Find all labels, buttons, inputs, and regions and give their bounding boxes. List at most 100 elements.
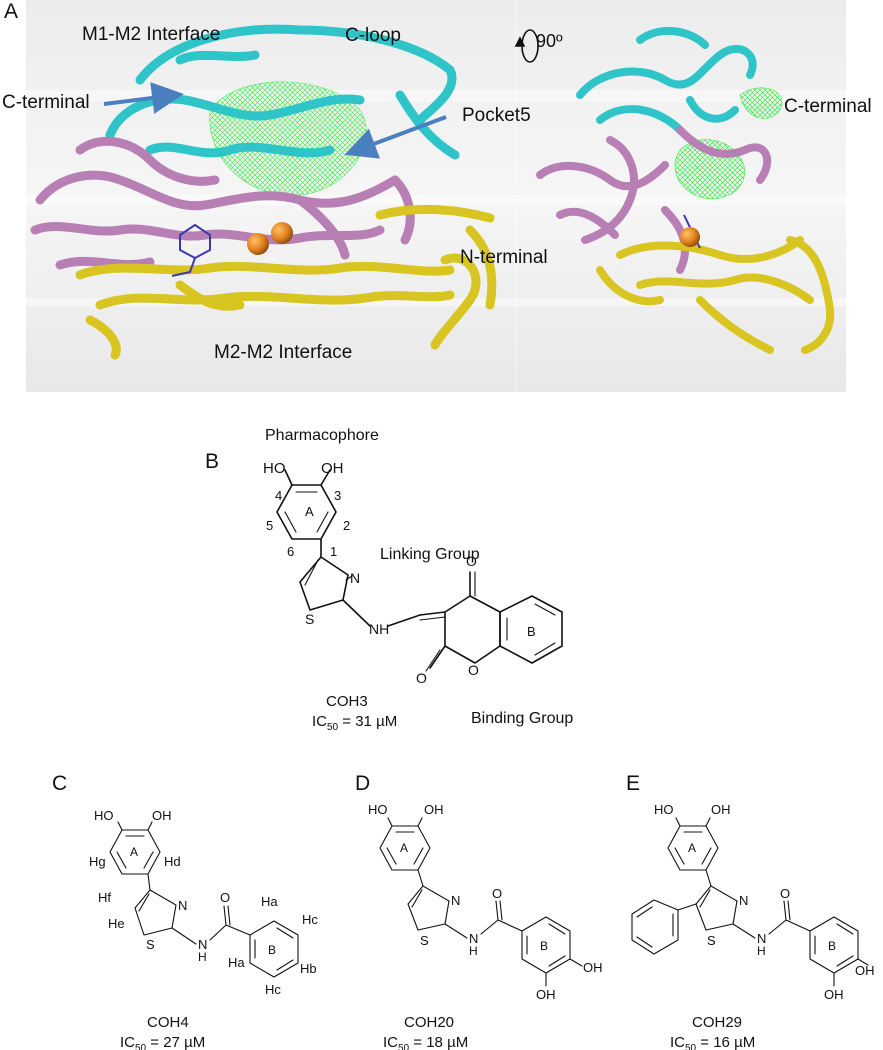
atom-he: He <box>108 916 125 931</box>
atom-oh-meta: OH <box>536 987 556 1002</box>
label-pharmacophore: Pharmacophore <box>265 427 379 444</box>
arrow-pocket <box>344 115 447 159</box>
ring-label-a: A <box>688 841 696 855</box>
atom-hg: Hg <box>89 854 106 869</box>
atom-hf: Hf <box>98 890 111 905</box>
atom-n: N <box>350 570 360 586</box>
violet-ribbons <box>30 136 415 270</box>
panel-b-letter: B <box>205 450 219 473</box>
structure-coh29 <box>631 817 869 987</box>
rotation-icon <box>514 29 539 63</box>
atom-n: N <box>739 893 748 908</box>
atom-ho: HO <box>368 802 388 817</box>
metal-ion <box>247 233 269 255</box>
atom-n: N <box>451 893 460 908</box>
label-binding-group: Binding Group <box>471 710 573 727</box>
ic50-coh20: IC50 = 18 µM <box>383 1034 468 1050</box>
atom-nh: NH <box>369 621 389 637</box>
atom-ho: HO <box>263 460 286 477</box>
ic50-coh3: IC50 = 31 µM <box>312 713 397 733</box>
atom-oh: OH <box>711 802 731 817</box>
ring-label-a: A <box>400 841 408 855</box>
label-n-terminal: N-terminal <box>460 247 548 268</box>
label-c-terminal-left: C-terminal <box>2 92 90 113</box>
compound-name-coh4: COH4 <box>147 1014 189 1031</box>
ring-label-a: A <box>130 845 138 859</box>
atom-ha-top: Ha <box>261 894 278 909</box>
position-1: 1 <box>330 544 337 559</box>
panel-c-letter: C <box>52 772 67 795</box>
label-rotation: 90º <box>536 31 563 51</box>
atom-ha-bottom: Ha <box>228 955 245 970</box>
position-6: 6 <box>287 544 294 559</box>
atom-oh-meta: OH <box>824 987 844 1002</box>
label-pocket5: Pocket5 <box>462 105 531 126</box>
atom-o-carbonyl: O <box>416 670 427 686</box>
atom-oh-para: OH <box>855 963 875 978</box>
atom-s: S <box>146 937 155 952</box>
pocket-mesh-right <box>739 87 783 119</box>
panel-b: B Pharmacophore Linking Group Binding Gr… <box>205 427 573 733</box>
ligand-sticks <box>171 223 211 277</box>
label-m2m2-interface: M2-M2 Interface <box>214 342 352 363</box>
atom-ho: HO <box>94 808 114 823</box>
atom-oh: OH <box>321 460 344 477</box>
atom-hd: Hd <box>164 854 181 869</box>
atom-o: O <box>220 890 230 905</box>
atom-oh: OH <box>424 802 444 817</box>
ic50-coh4: IC50 = 27 µM <box>120 1034 205 1050</box>
position-2: 2 <box>343 518 350 533</box>
compound-name-coh20: COH20 <box>404 1014 454 1031</box>
panel-a: A M1-M2 Interface C-loop C-terminal Pock… <box>2 0 872 392</box>
arrow-cterminal <box>103 82 184 114</box>
atom-nh: N <box>757 931 766 946</box>
atom-h: H <box>469 944 478 958</box>
structure-coh3 <box>276 469 563 672</box>
cyan-ribbons-right <box>576 26 757 134</box>
yellow-ribbons <box>75 204 497 360</box>
atom-s: S <box>305 611 314 627</box>
atom-s: S <box>707 933 716 948</box>
label-c-loop: C-loop <box>345 25 401 46</box>
atom-ho: HO <box>654 802 674 817</box>
metal-ion-right <box>680 227 700 247</box>
compound-name-coh29: COH29 <box>692 1014 742 1031</box>
atom-o-ring: O <box>468 662 479 678</box>
structure-coh4 <box>109 821 299 978</box>
panel-e: E HO OH A N S N H O B <box>626 772 875 1050</box>
label-m1m2-interface: M1-M2 Interface <box>82 24 220 45</box>
atom-s: S <box>420 933 429 948</box>
position-3: 3 <box>334 488 341 503</box>
panel-d: D HO OH A N S N H O B OH OH CO <box>355 772 603 1050</box>
metal-ion <box>271 222 293 244</box>
atom-oh-para: OH <box>583 960 603 975</box>
atom-h: H <box>198 950 207 964</box>
cyan-ribbons <box>105 24 460 160</box>
atom-oh: OH <box>152 808 172 823</box>
ring-label-b: B <box>540 939 548 953</box>
position-4: 4 <box>275 488 282 503</box>
atom-o: O <box>780 886 790 901</box>
ic50-coh29: IC50 = 16 µM <box>670 1034 755 1050</box>
atom-nh: N <box>198 937 207 952</box>
atom-hb: Hb <box>300 961 317 976</box>
panel-e-letter: E <box>626 772 640 795</box>
position-5: 5 <box>266 518 273 533</box>
violet-ribbons-right <box>536 126 772 274</box>
panel-d-letter: D <box>355 772 370 795</box>
atom-o-ketone: O <box>466 553 477 569</box>
ring-label-b: B <box>268 943 276 957</box>
atom-o: O <box>492 886 502 901</box>
atom-hc-top: Hc <box>302 912 318 927</box>
atom-n: N <box>178 898 187 913</box>
label-c-terminal-right: C-terminal <box>784 96 872 117</box>
atom-hc-bottom: Hc <box>265 982 281 997</box>
ring-label-a: A <box>305 504 314 519</box>
label-linking-group: Linking Group <box>380 546 480 563</box>
panel-c: C HO OH Hg Hd A Hf He N S N H O Ha H <box>52 772 318 1050</box>
structure-coh20 <box>379 817 583 987</box>
panel-a-letter: A <box>4 0 18 23</box>
atom-h: H <box>757 944 766 958</box>
yellow-ribbons-right <box>596 236 835 354</box>
